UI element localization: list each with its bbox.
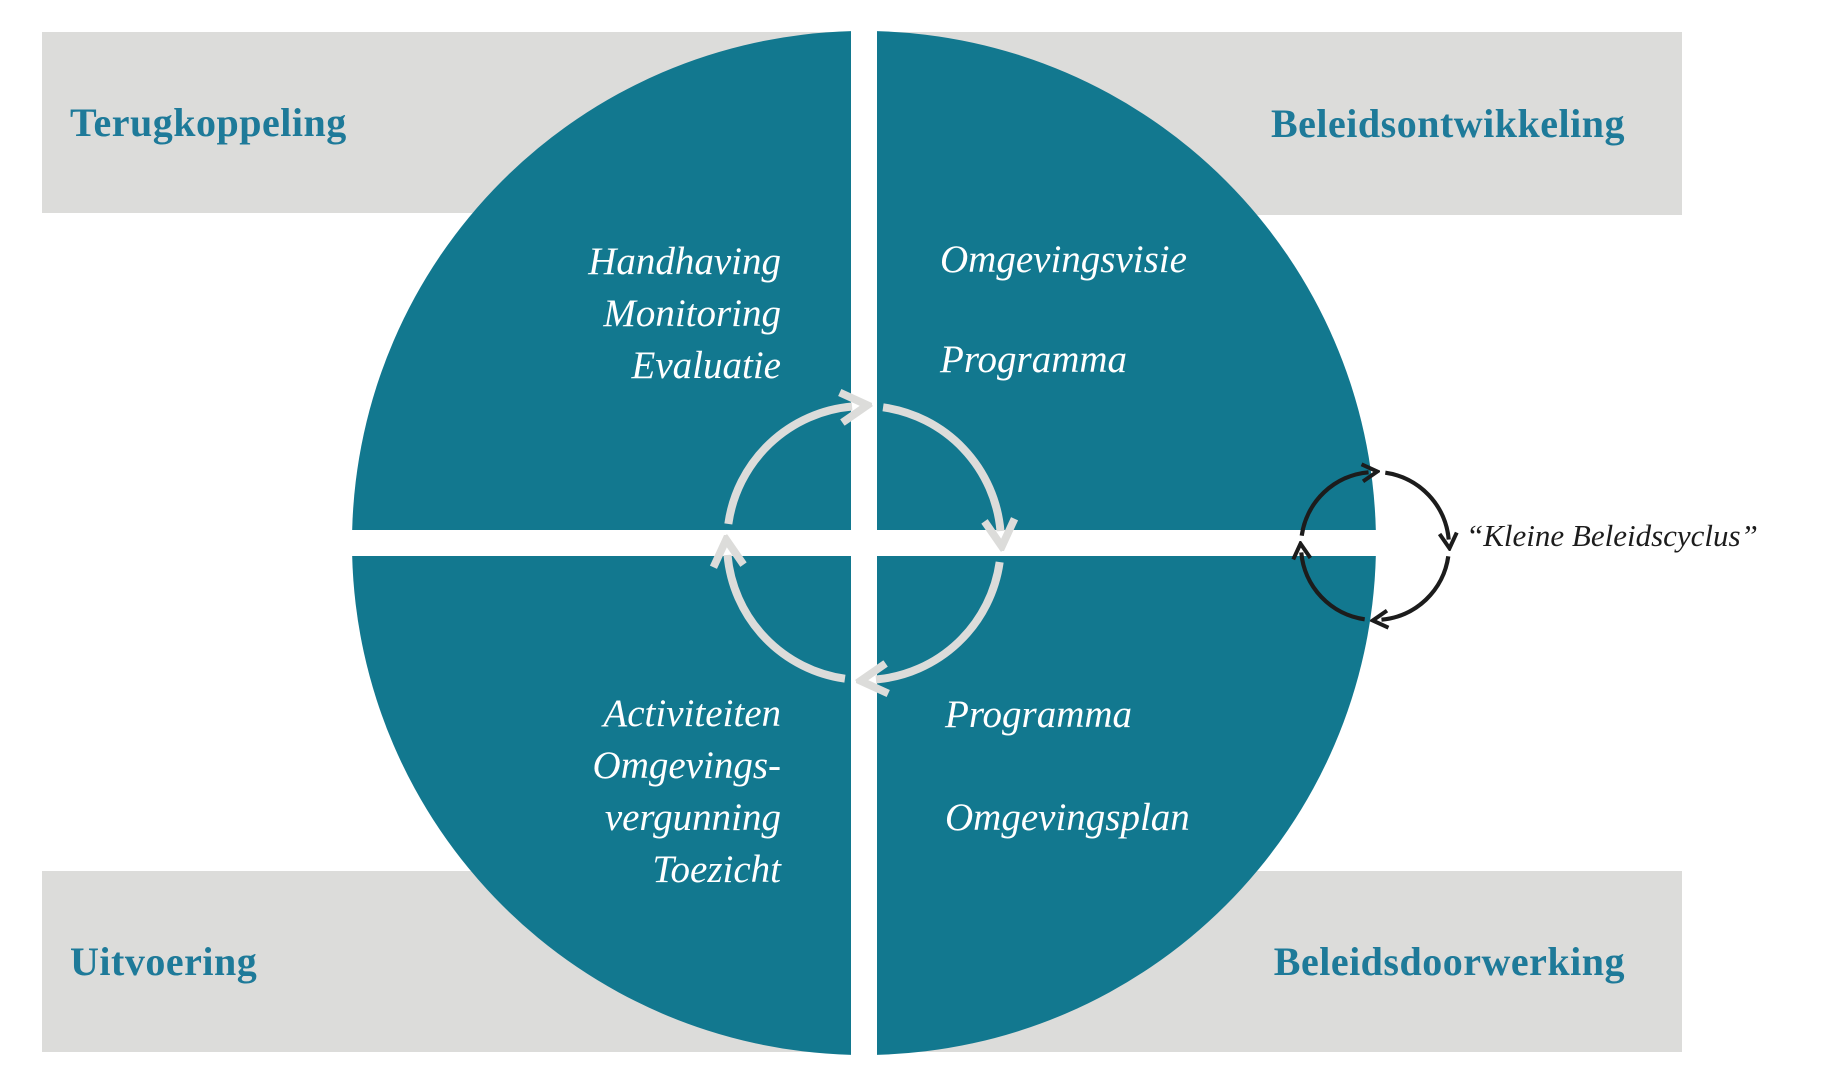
small-cycle-arrow-arc [1385,470,1448,540]
small-cycle-arrow-arc [1299,472,1369,536]
quadrant-text-line: Toezicht [652,848,781,891]
quadrant-text-bottom-right-line1: Programma [945,693,1133,736]
small-cycle-arrow-arc [1301,552,1365,622]
small-cycle-arrow-arc [1381,556,1451,619]
quadrant-text-line: Omgevings- [592,744,781,787]
quadrant-text-line: Activiteiten [603,692,781,735]
corner-label-bottom-left: Uitvoering [70,939,258,984]
cycle-arrow-arc [876,561,1004,679]
cycle-arrow-arc [728,555,846,683]
quadrant-text-top-left: Handhaving Monitoring Evaluatie [588,236,781,392]
corner-label-bottom-right: Beleidsdoorwerking [1273,939,1625,984]
quadrant-text-bottom-left: Activiteiten Omgevings- vergunning Toezi… [593,688,781,896]
quadrant-top-left [352,31,851,530]
quadrant-text-top-right-line1: Omgevingsvisie [940,238,1187,281]
quadrant-text-line: Handhaving [588,240,781,283]
corner-label-top-right: Beleidsontwikkeling [1270,101,1625,146]
policy-circle-quadrants [352,31,1376,1055]
quadrant-bottom-left [352,556,851,1055]
quadrant-text-line: Monitoring [603,292,781,335]
small-cycle-label: “Kleine Beleidscyclus” [1466,518,1758,553]
corner-label-top-left: Terugkoppeling [70,100,347,145]
cycle-arrow-arc [724,407,852,525]
quadrant-text-line: vergunning [604,796,781,839]
quadrant-text-top-right-line2: Programma [940,338,1128,381]
cycle-arrow-arc [882,403,1000,531]
small-cycle-arrows [1301,472,1448,619]
quadrant-bottom-right [877,556,1376,1055]
quadrant-top-right [877,31,1376,530]
quadrant-text-line: Evaluatie [631,344,781,387]
center-cycle-arrows [728,407,1001,680]
quadrant-text-bottom-right-line2: Omgevingsplan [945,796,1190,839]
